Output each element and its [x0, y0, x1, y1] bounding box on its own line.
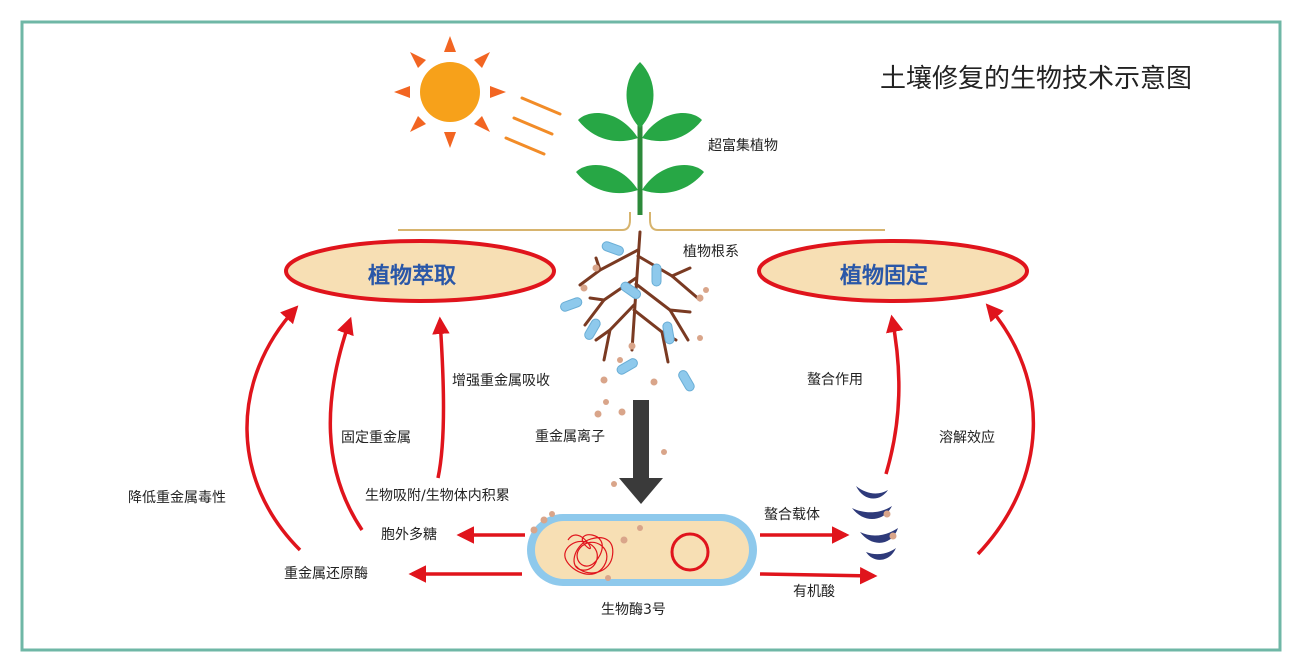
- plasmid-ring: [670, 532, 710, 572]
- reduce-toxicity-label: 降低重金属毒性: [128, 490, 226, 506]
- chelate-carrier-label: 螯合载体: [764, 507, 820, 523]
- leaf-top: [626, 62, 654, 128]
- enhance-uptake-label: 增强重金属吸收: [452, 373, 550, 389]
- hyperaccumulator-label: 超富集植物: [708, 138, 778, 154]
- sun-icon: [394, 36, 506, 148]
- phytoextraction-label: 植物萃取: [368, 264, 457, 289]
- ground-line: [398, 212, 885, 231]
- dna-coil: [564, 534, 614, 575]
- phytostabilization-oval: [757, 239, 1029, 303]
- microbe-cell: [527, 511, 757, 586]
- arrow-reduce-toxicity: [245, 305, 302, 552]
- leaf-left-upper: [578, 113, 638, 142]
- phytostabilization-label: 植物固定: [840, 264, 929, 289]
- leaf-right-lower: [642, 165, 704, 194]
- downward-flow-arrow: [619, 400, 663, 504]
- root-system-label: 植物根系: [683, 244, 739, 260]
- leaf-left-lower: [576, 165, 638, 194]
- dissolution-label: 溶解效应: [939, 430, 995, 446]
- microbe-label: 生物酶3号: [601, 602, 666, 618]
- hyperaccumulator-plant: [576, 62, 704, 215]
- sunlight-rays: [504, 96, 562, 156]
- diagram-frame: [20, 20, 1282, 652]
- arrow-dissolution: [976, 303, 1035, 556]
- organic-acid-label: 有机酸: [793, 584, 835, 600]
- diagram-title: 土壤修复的生物技术示意图: [880, 64, 1193, 94]
- arrow-chelation: [884, 314, 904, 475]
- soil-microbes: [560, 241, 695, 392]
- reductase-label: 重金属还原酶: [284, 566, 368, 582]
- arrow-bio-adsorption: [432, 316, 450, 479]
- phytoextraction-oval: [284, 239, 556, 303]
- eps-label: 胞外多糖: [381, 527, 437, 543]
- arrow-fix-metal: [328, 316, 364, 531]
- fix-metal-label: 固定重金属: [341, 430, 411, 446]
- chelation-label: 螯合作用: [807, 372, 863, 388]
- chelator-icon: [852, 486, 898, 560]
- bio-adsorption-label: 生物吸附/生物体内积累: [365, 488, 510, 504]
- metal-ions-label: 重金属离子: [535, 429, 605, 445]
- arrow-organic-acid: [759, 567, 878, 585]
- metal-ion-particles: [580, 264, 709, 487]
- process-arrows: [245, 303, 1035, 585]
- leaf-right-upper: [642, 113, 702, 142]
